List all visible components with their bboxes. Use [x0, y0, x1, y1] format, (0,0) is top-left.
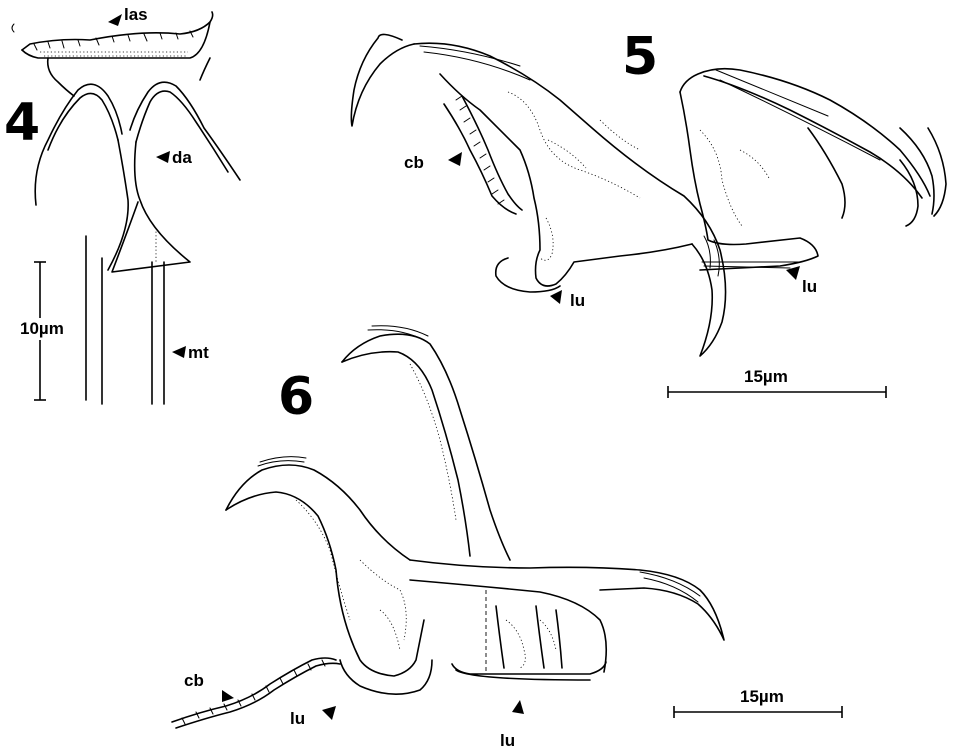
- figure-4-scale-bar: 10µm: [18, 262, 74, 400]
- mt-arrow: [172, 346, 186, 358]
- figure-6-scale-label: 15µm: [740, 687, 784, 706]
- lu-arrow-fig5-left: [550, 290, 562, 304]
- las-arrow: [108, 14, 122, 26]
- label-cb-fig6: cb: [184, 671, 204, 690]
- label-las: las: [124, 5, 148, 24]
- figure-5-right-anchor: [680, 69, 946, 270]
- label-cb-fig5: cb: [404, 153, 424, 172]
- figure-5-left-anchor: [351, 34, 725, 356]
- label-lu-fig5-right: lu: [802, 277, 817, 296]
- label-da: da: [172, 148, 192, 167]
- figure-5: 5 cb: [351, 27, 946, 398]
- figure-5-scale-label: 15µm: [744, 367, 788, 386]
- cb-arrow-fig6: [222, 690, 234, 702]
- figure-6: 6: [172, 326, 842, 750]
- lu-arrow-fig6-left: [322, 706, 336, 720]
- figure-4-number: 4: [4, 93, 40, 153]
- label-lu-fig6-left: lu: [290, 709, 305, 728]
- figure-6-number: 6: [278, 367, 314, 427]
- figure-5-scale-bar: 15µm: [668, 367, 886, 398]
- figure-5-number: 5: [622, 27, 658, 87]
- figure-4: 4 las: [4, 5, 240, 404]
- lu-arrow-fig6-bottom: [512, 700, 524, 714]
- label-lu-fig5-left: lu: [570, 291, 585, 310]
- figure-6-drawing: [172, 326, 724, 728]
- figure-6-scale-bar: 15µm: [674, 687, 842, 718]
- da-arrow: [156, 151, 170, 163]
- label-lu-fig6-bottom: lu: [500, 731, 515, 750]
- figure-4-scale-label: 10µm: [20, 319, 64, 338]
- label-mt: mt: [188, 343, 209, 362]
- cb-arrow: [448, 152, 462, 166]
